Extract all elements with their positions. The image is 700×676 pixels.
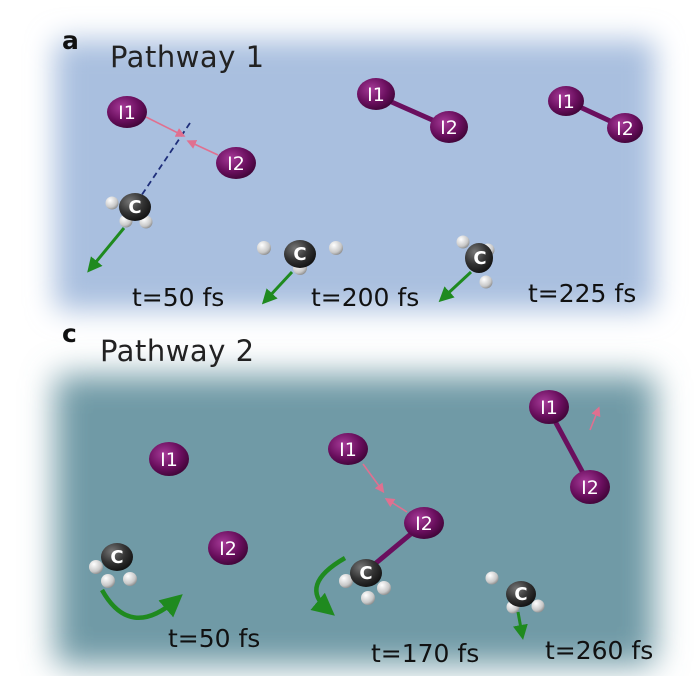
svg-text:I2: I2 — [581, 477, 599, 499]
panel-a-time-3: t=225 fs — [528, 279, 636, 308]
panel-c-background — [55, 375, 655, 665]
panel-c-frame-3: I1 I2 C — [485, 390, 610, 640]
rotation-arrow — [310, 556, 347, 616]
motion-arrow — [261, 270, 294, 305]
panel-a-title: Pathway 1 — [110, 40, 265, 74]
motion-arrow — [513, 611, 528, 640]
force-arrow — [362, 463, 385, 494]
svg-text:I2: I2 — [616, 118, 634, 140]
svg-text:C: C — [514, 584, 527, 605]
panel-c-time-2: t=170 fs — [371, 639, 479, 668]
svg-text:I1: I1 — [339, 439, 357, 461]
iodine-atom: I2 — [570, 470, 610, 504]
force-arrow — [384, 497, 408, 513]
rotation-arrow — [100, 588, 183, 621]
panel-a-frame-2: I1 I2 C — [257, 78, 468, 305]
ci-bond — [368, 526, 420, 570]
iodine-atom: I2 — [208, 531, 248, 565]
svg-text:C: C — [359, 563, 372, 584]
iodine-atom: I1 — [107, 96, 147, 128]
panel-a-time-2: t=200 fs — [311, 283, 419, 312]
panel-a-frame-3: I1 I2 C — [438, 86, 643, 303]
svg-text:C: C — [293, 244, 306, 265]
methyl-group: C — [257, 240, 343, 275]
panel-a-frame-1: I1 I2 C — [87, 96, 256, 273]
methyl-group: C — [456, 235, 495, 289]
force-arrow — [589, 406, 601, 431]
iodine-atom: I1 — [149, 442, 189, 476]
panel-c-letter: c — [62, 319, 77, 348]
iodine-atom: I1 — [357, 78, 395, 110]
panel-c-frame-2: I1 I2 C — [310, 433, 444, 616]
svg-text:C: C — [473, 248, 486, 269]
svg-text:I1: I1 — [557, 91, 575, 113]
iodine-atom: I2 — [430, 111, 468, 143]
methyl-group: C — [339, 559, 391, 605]
panel-c-frame-1: I1 I2 C — [89, 442, 248, 621]
motion-arrow — [87, 227, 126, 273]
svg-text:I2: I2 — [227, 153, 245, 175]
svg-text:I2: I2 — [440, 117, 458, 139]
svg-text:I1: I1 — [160, 449, 178, 471]
svg-text:C: C — [128, 197, 141, 218]
methyl-group: C — [105, 193, 153, 229]
svg-text:I2: I2 — [415, 513, 433, 535]
iodine-atom: I2 — [216, 147, 256, 179]
methyl-group: C — [485, 571, 545, 614]
panel-c-time-1: t=50 fs — [168, 624, 260, 653]
panel-c-title: Pathway 2 — [100, 334, 255, 368]
iodine-atom: I2 — [404, 507, 444, 539]
motion-arrow — [438, 270, 473, 303]
force-arrow — [145, 116, 186, 137]
iodine-atom: I2 — [607, 113, 643, 143]
panel-c-time-3: t=260 fs — [545, 636, 653, 665]
panel-a-time-1: t=50 fs — [132, 283, 224, 312]
svg-text:I1: I1 — [118, 102, 136, 124]
dashed-bond — [134, 122, 191, 206]
panel-a-background — [55, 40, 655, 310]
iodine-atom: I1 — [548, 86, 584, 116]
panel-a-letter: a — [62, 26, 79, 55]
svg-text:C: C — [110, 547, 123, 568]
svg-text:I1: I1 — [367, 84, 385, 106]
svg-text:I1: I1 — [540, 397, 558, 419]
svg-text:I2: I2 — [219, 538, 237, 560]
methyl-group: C — [89, 543, 137, 588]
force-arrow — [186, 140, 219, 156]
iodine-atom: I1 — [529, 390, 569, 424]
iodine-atom: I1 — [328, 433, 368, 465]
